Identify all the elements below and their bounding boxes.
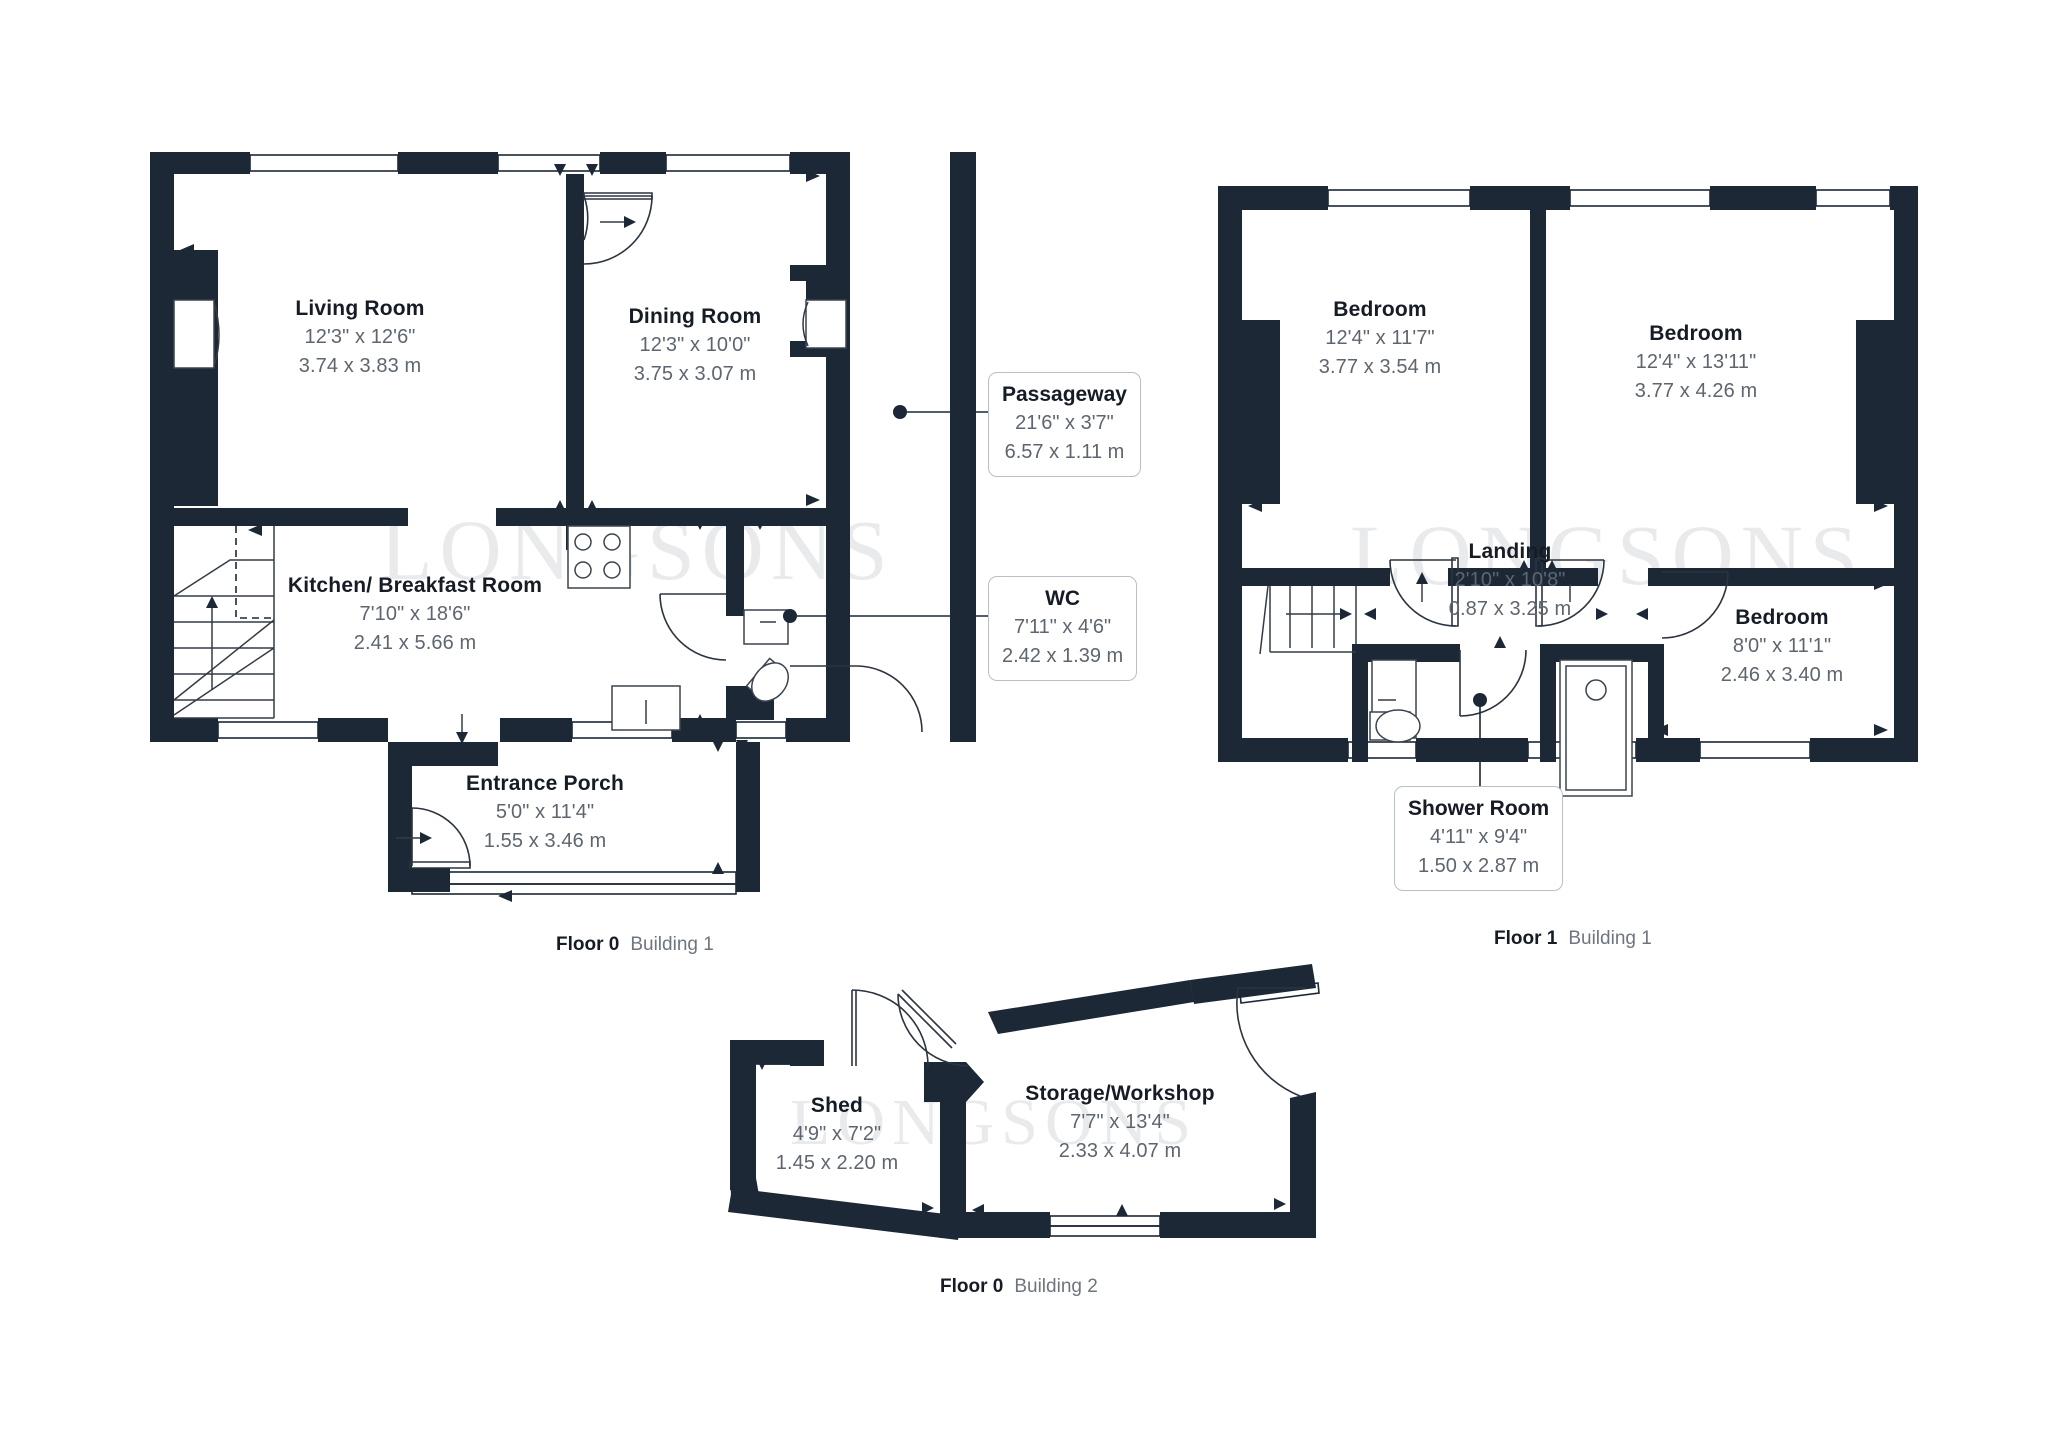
room-dimension-imperial: 4'11" x 9'4" [1430,826,1528,849]
floor0-building2-geometry [728,964,1320,1240]
floor-caption-building: Building 1 [630,934,714,955]
callout-wc: WC 7'11" x 4'6" 2.42 x 1.39 m [988,576,1138,682]
room-name: Passageway [1002,383,1127,406]
callout-shower-room: Shower Room 4'11" x 9'4" 1.50 x 2.87 m [1394,786,1564,892]
floor-caption-floor: Floor 0 [940,1276,1004,1297]
room-dimension-metric: 1.50 x 2.87 m [1418,855,1540,878]
floor-caption-building: Building 2 [1014,1276,1098,1297]
floor-caption-floor0-building2: Floor 0 Building 2 [940,1276,1098,1298]
floor-caption-floor: Floor 0 [556,934,620,955]
floor1-building1-geometry [1218,186,1918,797]
room-name: WC [1045,587,1081,610]
floor-caption-floor: Floor 1 [1494,928,1558,949]
floor-caption-floor1-building1: Floor 1 Building 1 [1494,928,1652,950]
callout-passageway: Passageway 21'6" x 3'7" 6.57 x 1.11 m [988,372,1141,478]
floor0-building1-geometry [150,152,988,902]
room-dimension-metric: 2.42 x 1.39 m [1002,645,1124,668]
floor-caption-floor0-building1: Floor 0 Building 1 [556,934,714,956]
room-dimension-metric: 6.57 x 1.11 m [1004,441,1125,464]
room-dimension-imperial: 7'11" x 4'6" [1014,616,1112,639]
room-name: Shower Room [1408,797,1550,820]
floor-caption-building: Building 1 [1568,928,1652,949]
room-dimension-imperial: 21'6" x 3'7" [1015,412,1114,435]
